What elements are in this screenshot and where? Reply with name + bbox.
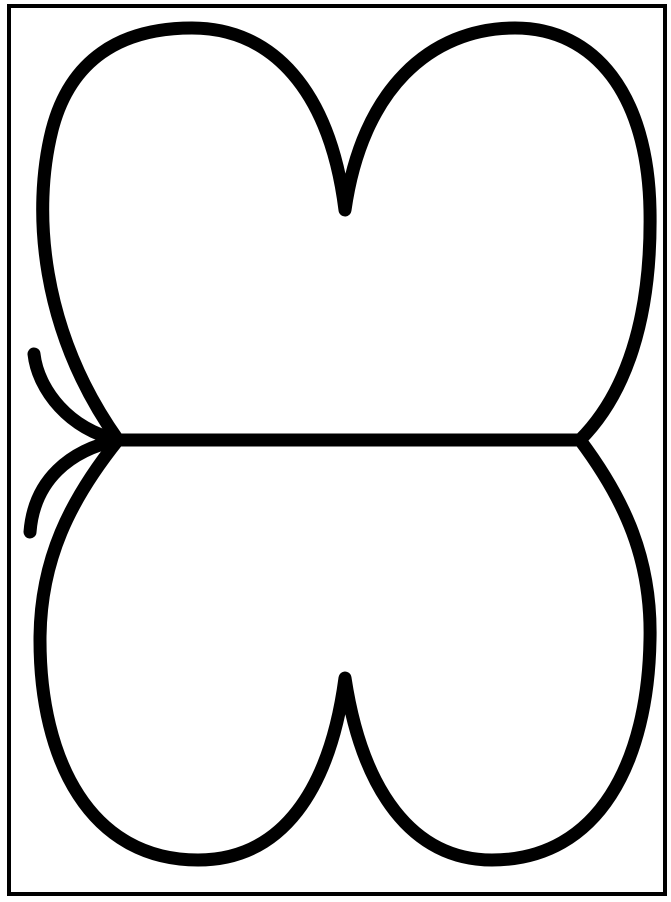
upper-wings-outline	[43, 28, 650, 440]
lower-wings-outline	[40, 440, 650, 860]
butterfly-outline	[30, 28, 650, 860]
